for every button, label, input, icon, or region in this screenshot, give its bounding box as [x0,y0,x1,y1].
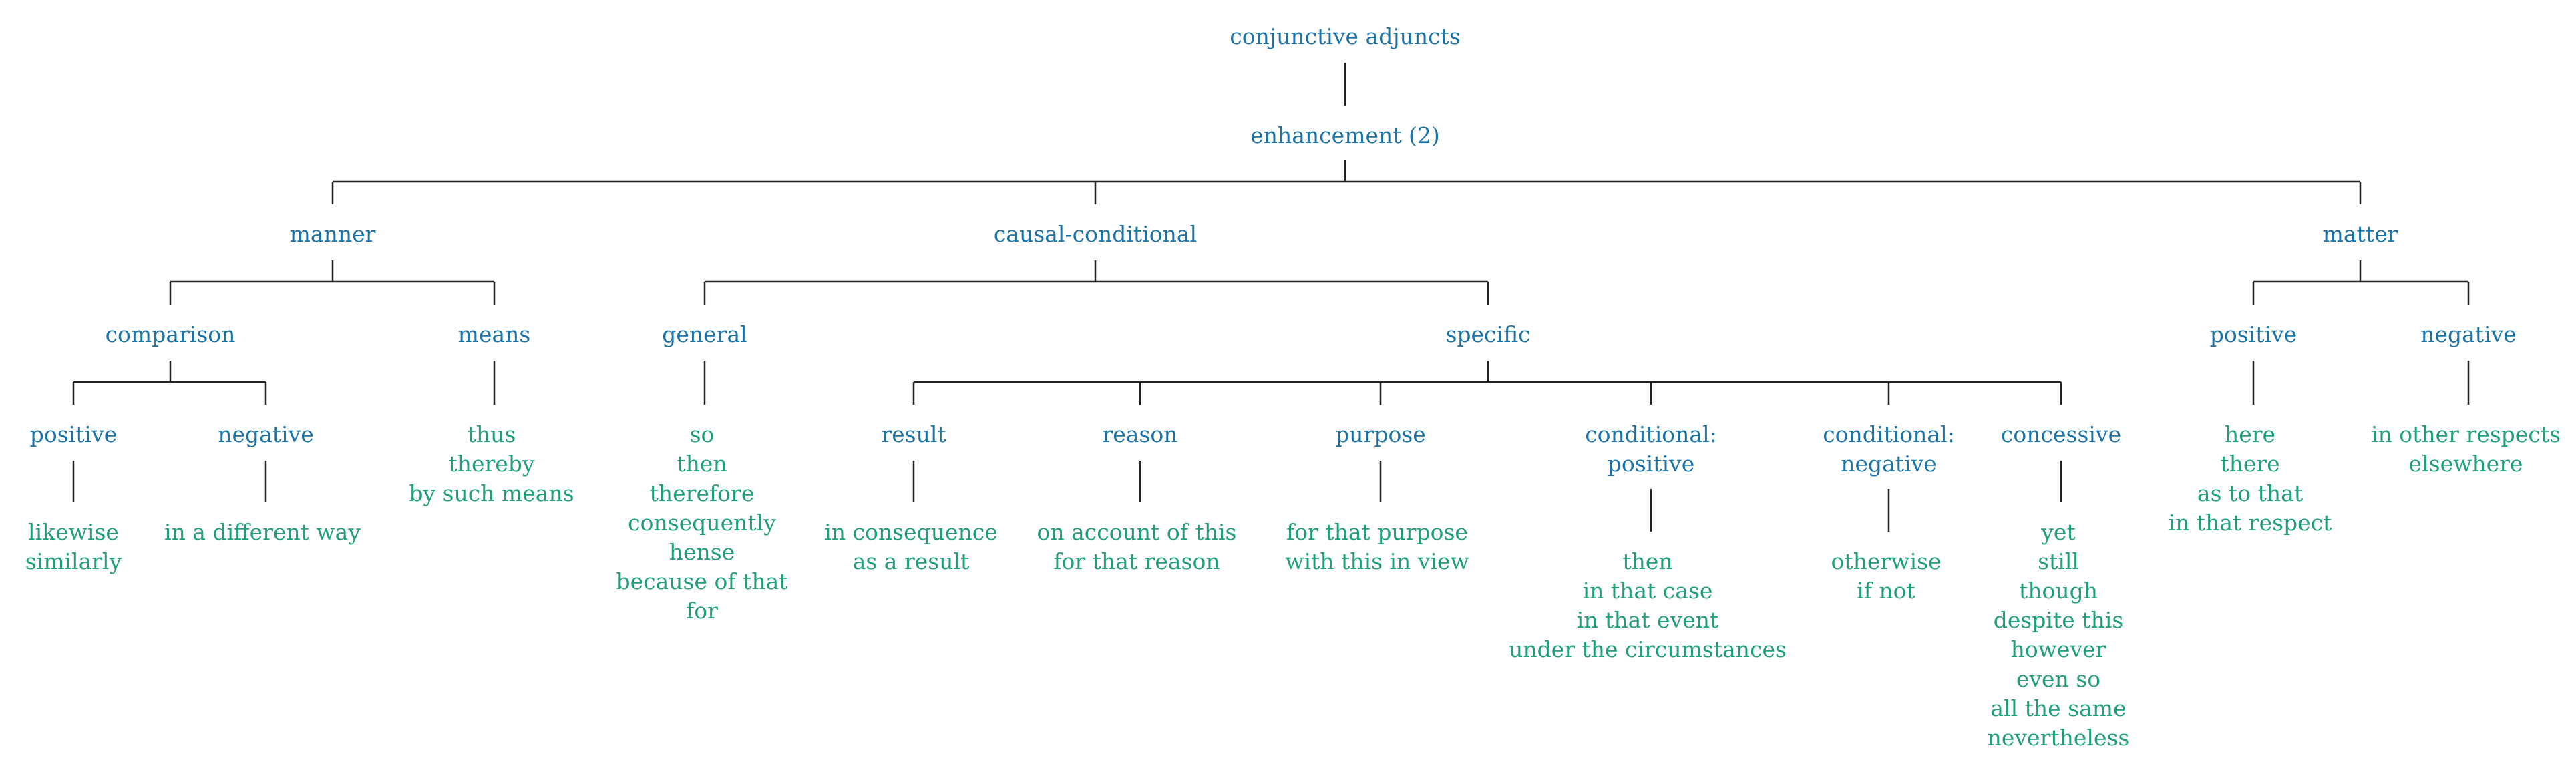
node-enhancement: enhancement (2) [1250,122,1440,148]
node-comparison: comparison [106,321,236,347]
node-result: result [881,421,946,447]
leaf-word: consequently [628,510,776,536]
leaf-word: yet [2040,519,2075,545]
leaf-list-conditional-negative: otherwise if not [1831,548,1942,604]
node-conditional-positive-line1: conditional: [1585,421,1717,447]
leaf-word: under the circumstances [1509,636,1787,662]
tree-nodes: conjunctive adjuncts enhancement (2) man… [30,23,2517,477]
leaf-word: elsewhere [2409,451,2523,477]
leaf-word: as to that [2197,480,2303,506]
leaf-word: because of that [616,568,787,594]
tree-edges [72,63,2470,532]
leaf-word: thus [468,421,516,447]
node-comparison-positive: positive [30,421,117,447]
leaf-word: thereby [448,451,534,477]
leaf-word: so [690,421,715,447]
leaf-list-reason: on account of this for that reason [1037,519,1237,574]
leaf-word: for that purpose [1286,519,1468,545]
leaf-list-means: thus thereby by such means [409,421,574,506]
leaf-list-matter-negative: in other respects elsewhere [2371,421,2561,477]
node-matter: matter [2323,221,2398,247]
leaf-word: nevertheless [1988,725,2130,751]
leaf-word: despite this [1994,607,2124,633]
leaf-lists: likewise similarly in a different way th… [25,421,2561,751]
node-conditional-positive-line2: positive [1608,451,1694,477]
leaf-word: however [2011,636,2106,662]
leaf-word: if not [1857,578,1915,604]
leaf-word: in a different way [164,519,361,545]
leaf-list-general: so then therefore consequently hense bec… [616,421,787,624]
leaf-word: with this in view [1285,548,1469,574]
leaf-list-matter-positive: here there as to that in that respect [2169,421,2332,536]
leaf-word: on account of this [1037,519,1237,545]
node-matter-negative: negative [2420,321,2517,347]
leaf-word: as a result [853,548,970,574]
leaf-word: for that reason [1053,548,1220,574]
node-conditional-negative-line2: negative [1841,451,1937,477]
leaf-word: in that respect [2169,510,2332,536]
node-concessive: concessive [2001,421,2121,447]
leaf-word: in that event [1577,607,1718,633]
leaf-word: though [2019,578,2098,604]
leaf-word: all the same [1990,695,2126,721]
node-causal-conditional: causal-conditional [994,221,1197,247]
leaf-list-result: in consequence as a result [824,519,998,574]
node-specific: specific [1445,321,1530,347]
leaf-word: in consequence [824,519,998,545]
leaf-list-comparison-positive: likewise similarly [25,519,122,574]
leaf-word: still [2038,548,2079,574]
leaf-word: then [1622,548,1672,574]
leaf-word: therefore [650,480,755,506]
node-general: general [662,321,747,347]
leaf-word: even so [2016,666,2100,692]
leaf-word: by such means [409,480,574,506]
node-manner: manner [290,221,376,247]
leaf-word: similarly [25,548,122,574]
leaf-word: likewise [28,519,119,545]
leaf-word: for [686,598,718,624]
node-root: conjunctive adjuncts [1230,23,1461,49]
leaf-word: hense [669,539,735,565]
node-comparison-negative: negative [218,421,314,447]
leaf-word: in that case [1583,578,1713,604]
node-reason: reason [1102,421,1177,447]
leaf-list-concessive: yet still though despite this however ev… [1988,519,2130,751]
leaf-word: in other respects [2371,421,2561,447]
leaf-word: here [2225,421,2275,447]
leaf-list-comparison-negative: in a different way [164,519,361,545]
node-conditional-negative-line1: conditional: [1823,421,1955,447]
node-means: means [458,321,531,347]
leaf-word: then [677,451,727,477]
leaf-list-conditional-positive: then in that case in that event under th… [1509,548,1787,662]
node-matter-positive: positive [2210,321,2297,347]
node-purpose: purpose [1335,421,1426,447]
leaf-word: otherwise [1831,548,1942,574]
leaf-list-purpose: for that purpose with this in view [1285,519,1469,574]
leaf-word: there [2220,451,2279,477]
